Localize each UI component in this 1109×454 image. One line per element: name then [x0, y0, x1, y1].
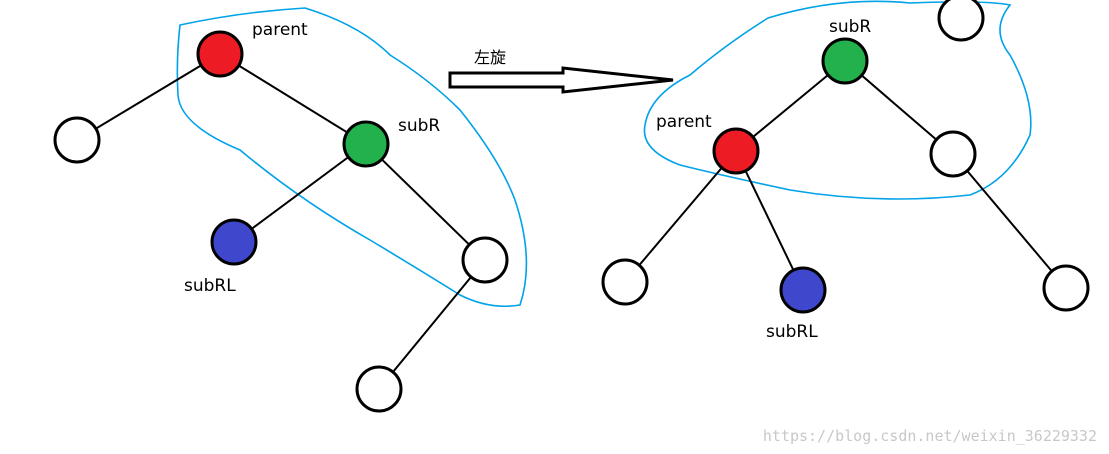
edge-parent-subRL-after — [735, 150, 804, 291]
edge-subR-rightchild-after — [844, 60, 954, 155]
arrow-shape — [448, 66, 674, 94]
edge-subR-parent — [735, 60, 846, 152]
node-leaf-after — [1042, 264, 1090, 312]
node-left-child — [53, 116, 101, 164]
node-leaf — [355, 365, 403, 413]
edge-parent-subR — [219, 53, 367, 145]
label-subR-before: subR — [398, 116, 440, 136]
label-rotate: 左旋 — [474, 48, 506, 67]
node-parent — [196, 30, 244, 78]
edge-subR-rightchild — [365, 143, 486, 261]
label-subRL-before: subRL — [184, 276, 236, 296]
watermark-text: https://blog.csdn.net/weixin_36229332 — [763, 427, 1097, 445]
edge-subR-subRL — [233, 143, 367, 243]
node-subR — [342, 120, 390, 168]
highlight-outline-before — [176, 7, 528, 308]
edge-rightchild-leaf — [378, 259, 486, 390]
node-right-child-after — [929, 130, 977, 178]
edge-parent-leftchild — [76, 53, 221, 141]
node-subRL — [210, 218, 258, 266]
tree-before-rotation: parent subR subRL — [53, 7, 528, 413]
label-subR-after: subR — [829, 17, 871, 37]
label-subRL-after: subRL — [766, 322, 818, 342]
edge-rightchild-leaf-after — [952, 153, 1067, 289]
node-right-child — [461, 236, 509, 284]
node-top-extra — [937, 0, 985, 42]
edge-parent-leftchild-after — [624, 150, 737, 283]
label-parent-after: parent — [656, 112, 712, 132]
node-subRL-after — [779, 266, 827, 314]
node-subR-after — [821, 37, 869, 85]
label-parent-before: parent — [252, 20, 308, 40]
node-left-child-after — [601, 258, 649, 306]
tree-after-rotation: subR parent subRL — [601, 0, 1090, 342]
rotation-arrow: 左旋 — [448, 48, 674, 94]
node-parent-after — [712, 127, 760, 175]
